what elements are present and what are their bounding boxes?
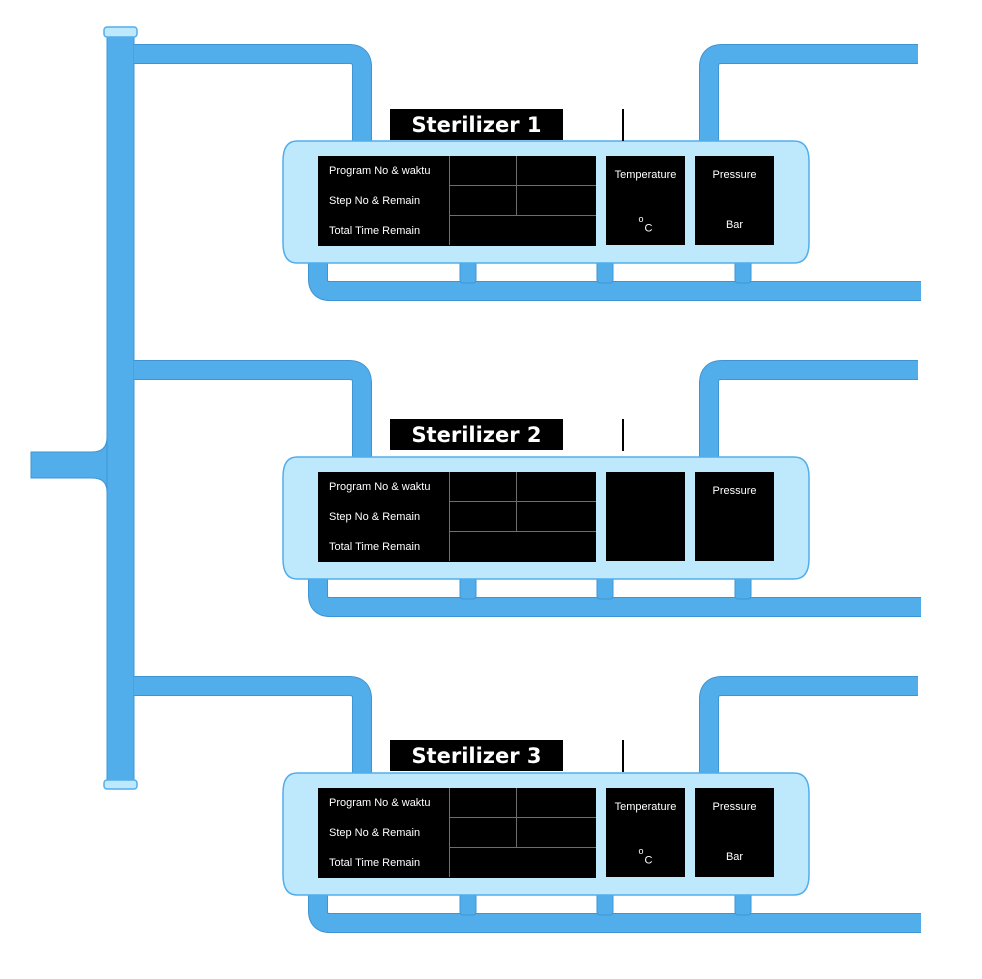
status-row-label: Step No & Remain: [329, 195, 421, 207]
degree-sign: o: [638, 846, 644, 856]
status-row-label: Step No & Remain: [329, 827, 421, 839]
status-value-cell: [516, 502, 597, 531]
row-divider: [449, 185, 596, 186]
sterilizer-1-temperature-gauge: Temperature oC: [606, 156, 685, 245]
status-row-label: Total Time Remain: [329, 541, 421, 553]
sterilizer-2-outlet-pipe: [700, 361, 918, 463]
sterilizer-1-outlet-pipe: [700, 45, 918, 147]
status-value-cell: [516, 156, 597, 185]
sterilizer-1-drain-manifold: [309, 255, 921, 300]
sterilizer-3-tag-line: [622, 740, 624, 772]
status-row: Program No & waktu: [318, 788, 596, 818]
status-value-cell: [449, 788, 516, 817]
status-value-cell: [516, 472, 597, 501]
status-value-cell: [449, 502, 516, 531]
temperature-label: Temperature: [614, 169, 677, 181]
status-row: Step No & Remain: [318, 818, 596, 848]
sterilizer-3-outlet-pipe: [700, 677, 918, 779]
sterilizer-2-temperature-gauge: [606, 472, 685, 561]
row-divider: [449, 847, 596, 848]
pressure-unit: Bar: [725, 851, 744, 863]
row-divider: [449, 531, 596, 532]
status-row: Program No & waktu: [318, 156, 596, 186]
status-row: Step No & Remain: [318, 502, 596, 532]
sterilizer-3-drain-manifold: [309, 887, 921, 932]
status-value-cell: [516, 818, 597, 847]
sterilizer-3-outlet-pipe-edge: [699, 676, 918, 779]
sterilizer-2-pressure-gauge: Pressure: [695, 472, 774, 561]
status-value-cell: [516, 788, 597, 817]
status-row: Total Time Remain: [318, 216, 596, 246]
sterilizer-2-title: Sterilizer 2: [390, 419, 563, 450]
sterilizer-2-outlet-pipe-edge: [699, 360, 918, 463]
inlet-pipe: [30, 436, 108, 493]
status-row-label: Program No & waktu: [329, 165, 431, 177]
status-value-cell: [449, 472, 516, 501]
status-value-cell: [449, 156, 516, 185]
sterilizer-2-inlet-pipe: [134, 361, 371, 463]
sterilizer-3-inlet-pipe: [134, 677, 371, 779]
temperature-unit: [606, 535, 685, 551]
temperature-unit: oC: [606, 214, 685, 235]
pressure-label: Pressure: [712, 485, 757, 497]
sterilizer-2-tag-line: [622, 419, 624, 451]
sterilizer-1-inlet-pipe: [134, 45, 371, 147]
status-row-label: Total Time Remain: [329, 857, 421, 869]
sterilizer-1-tag-line: [622, 109, 624, 141]
row-divider: [449, 501, 596, 502]
status-value-cell: [449, 848, 597, 877]
sterilizer-3-temperature-gauge: Temperature oC: [606, 788, 685, 877]
degree-sign: o: [638, 214, 644, 224]
status-row-label: Program No & waktu: [329, 481, 431, 493]
status-row-label: Step No & Remain: [329, 511, 421, 523]
pressure-label: Pressure: [712, 169, 757, 181]
pressure-unit: Bar: [725, 219, 744, 231]
status-row: Program No & waktu: [318, 472, 596, 502]
sterilizer-1-inlet-pipe-edge: [134, 44, 372, 147]
status-value-cell: [449, 186, 516, 215]
row-divider: [449, 215, 596, 216]
status-value-cell: [449, 532, 597, 561]
pressure-label: Pressure: [712, 801, 757, 813]
celsius-unit: C: [644, 854, 653, 867]
status-value-cell: [516, 186, 597, 215]
temperature-label: Temperature: [614, 801, 677, 813]
status-row: Total Time Remain: [318, 848, 596, 878]
status-row-label: Total Time Remain: [329, 225, 421, 237]
status-row: Step No & Remain: [318, 186, 596, 216]
sterilizer-3-title: Sterilizer 3: [390, 740, 563, 771]
status-value-cell: [449, 818, 516, 847]
celsius-unit: C: [644, 222, 653, 235]
sterilizer-2-inlet-pipe-edge: [134, 360, 372, 463]
status-row-label: Program No & waktu: [329, 797, 431, 809]
sterilizer-1-outlet-pipe-edge: [699, 44, 918, 147]
row-divider: [449, 817, 596, 818]
temperature-unit: oC: [606, 846, 685, 867]
header-top-cap: [103, 26, 138, 38]
status-row: Total Time Remain: [318, 532, 596, 562]
main-header-pipe: [106, 35, 135, 785]
status-value-cell: [449, 216, 597, 245]
sterilizer-3-inlet-pipe-edge: [134, 676, 372, 779]
sterilizer-2-drain-manifold: [309, 571, 921, 616]
sterilizer-1-title: Sterilizer 1: [390, 109, 563, 140]
header-bottom-cap: [103, 779, 138, 790]
